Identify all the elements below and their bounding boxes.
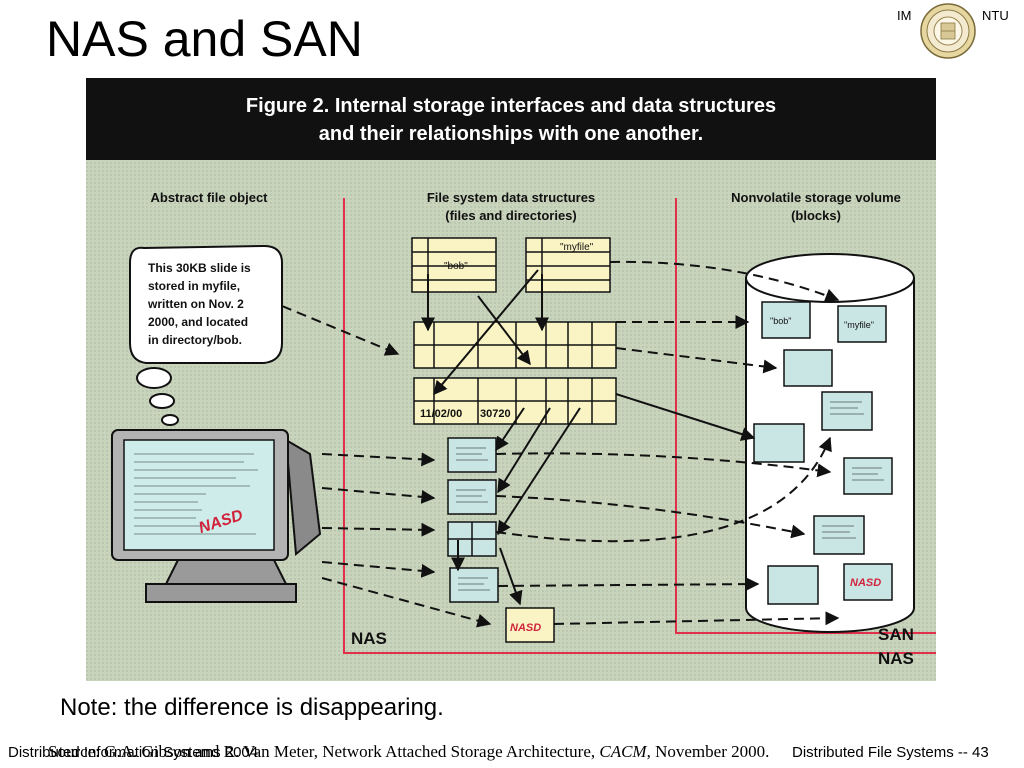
header-im-label: IM bbox=[897, 8, 912, 23]
slide-note: Note: the difference is disappearing. bbox=[60, 694, 444, 721]
nas-inner-label: NAS bbox=[351, 629, 387, 648]
bubble-text-line4: 2000, and located bbox=[148, 315, 248, 329]
column-label-fs-line2: (files and directories) bbox=[445, 208, 576, 223]
column-label-abstract: Abstract file object bbox=[150, 190, 268, 205]
disk-block-text bbox=[822, 401, 884, 539]
figure-title-line1: Figure 2. Internal storage interfaces an… bbox=[246, 95, 776, 117]
bubble-text-line3: written on Nov. 2 bbox=[147, 297, 244, 311]
source-prefix: Source: G.A. Gibson and R. Van Meter, Ne… bbox=[48, 742, 600, 761]
source-suffix: , November 2000. bbox=[646, 742, 770, 761]
solid-pointer-arrows bbox=[421, 269, 756, 606]
file-blocks bbox=[447, 437, 555, 643]
thought-bubble bbox=[129, 244, 283, 426]
column-label-fs-line1: File system data structures bbox=[427, 190, 595, 205]
computer-monitor-icon: NASD bbox=[111, 429, 322, 603]
disk-entry-myfile: "myfile" bbox=[844, 320, 874, 330]
dashed-mapping-arrows bbox=[281, 260, 840, 628]
directory-table-bob bbox=[411, 237, 497, 293]
university-seal-icon bbox=[920, 3, 976, 59]
source-journal: CACM bbox=[599, 742, 647, 761]
footer-slide-number: Distributed File Systems -- 43 bbox=[792, 744, 989, 761]
inode-size: 30720 bbox=[480, 408, 511, 420]
source-citation: Source: G.A. Gibson and R. Van Meter, Ne… bbox=[48, 742, 769, 762]
figure-title-line2: and their relationships with one another… bbox=[319, 123, 704, 145]
footer-course-title: Distributed Information Systems 2004 bbox=[8, 744, 259, 761]
column-label-volume-line1: Nonvolatile storage volume bbox=[731, 190, 901, 205]
header-ntu-label: NTU bbox=[982, 8, 1009, 23]
dir-entry-myfile: "myfile" bbox=[560, 242, 594, 253]
dir-entry-bob: "bob" bbox=[444, 261, 468, 272]
region-boundaries bbox=[343, 198, 936, 654]
inode-table bbox=[413, 321, 617, 425]
nas-outer-label: NAS bbox=[878, 649, 914, 668]
san-label: SAN bbox=[878, 625, 914, 644]
figure-title-bar bbox=[86, 78, 936, 160]
column-label-volume-line2: (blocks) bbox=[791, 208, 841, 223]
disk-blocks bbox=[753, 301, 893, 605]
file-block-text bbox=[456, 447, 490, 591]
storage-figure: Figure 2. Internal storage interfaces an… bbox=[86, 78, 936, 681]
nasd-logo-block: NASD bbox=[510, 622, 541, 634]
disk-entry-bob: "bob" bbox=[770, 316, 791, 326]
slide-title: NAS and SAN bbox=[46, 11, 363, 67]
directory-table-myfile bbox=[525, 237, 611, 293]
bubble-text-line2: stored in myfile, bbox=[148, 279, 240, 293]
nasd-logo-disk: NASD bbox=[850, 577, 881, 589]
bubble-text-line5: in directory/bob. bbox=[148, 333, 242, 347]
bubble-text-line1: This 30KB slide is bbox=[148, 261, 251, 275]
inode-date: 11/02/00 bbox=[420, 408, 462, 420]
